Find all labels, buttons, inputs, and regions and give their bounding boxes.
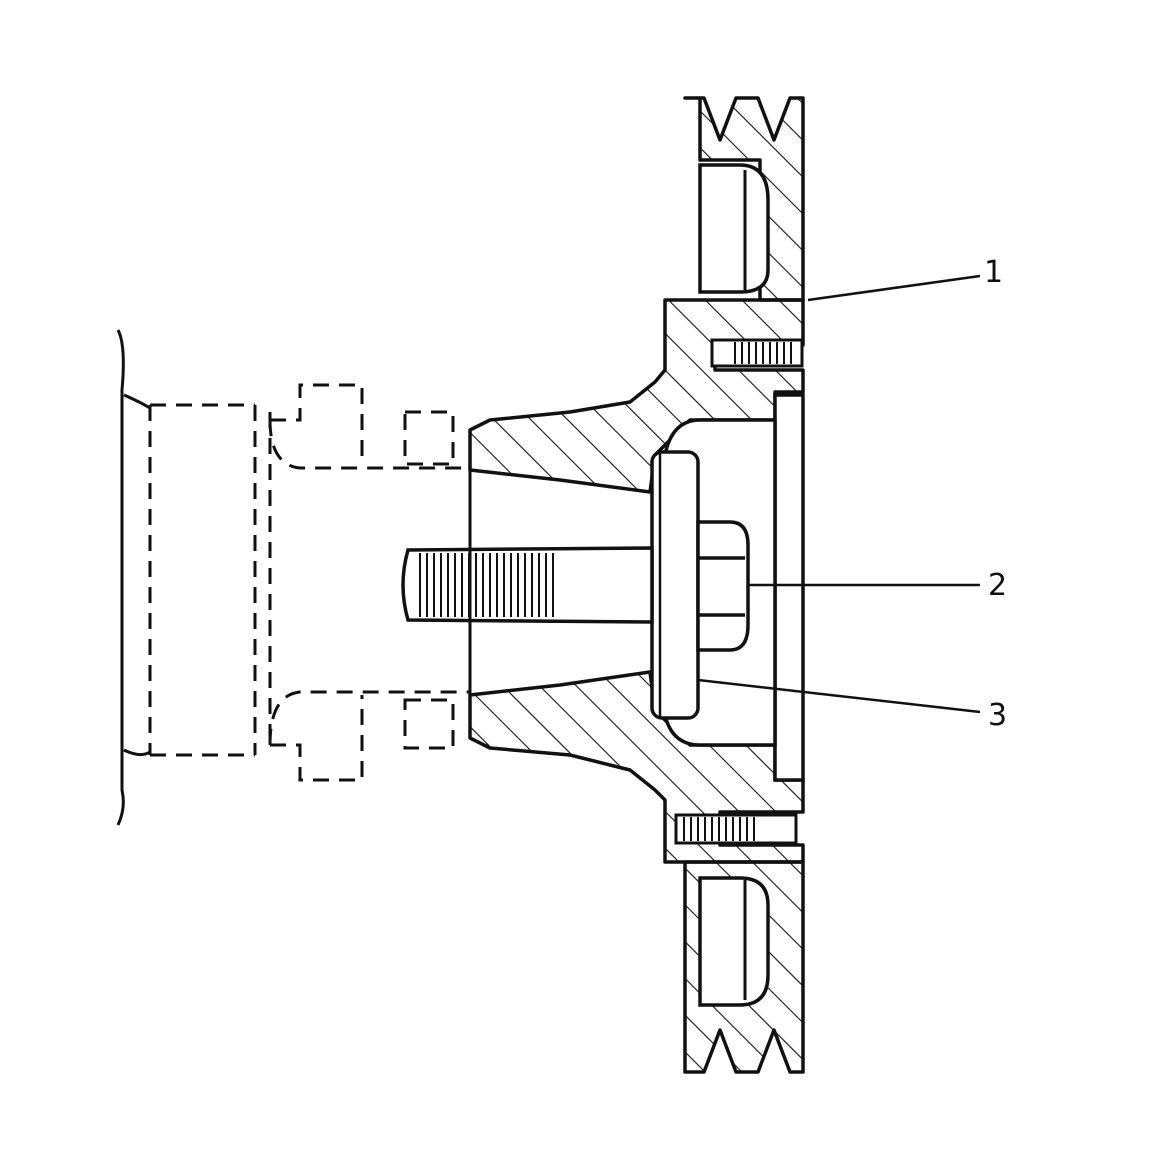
callout-label-1: 1 — [984, 255, 1003, 290]
set-screws — [674, 338, 804, 845]
callout-2: 2 — [748, 568, 1007, 603]
phantom-shaft — [148, 383, 470, 782]
lower-screw-threads — [683, 817, 755, 841]
upper-screw-threads — [734, 342, 792, 364]
threaded-stud — [401, 546, 654, 624]
upper-rim-pocket — [698, 163, 770, 294]
upper-pulley-rim — [683, 96, 805, 302]
flange-plate — [773, 393, 805, 782]
leader-line-1 — [807, 274, 981, 302]
callout-3: 3 — [697, 678, 1007, 733]
leader-line-3 — [697, 678, 981, 714]
callout-1: 1 — [807, 255, 1003, 302]
rim-pockets — [698, 163, 770, 1007]
shaft-break-line — [116, 329, 151, 826]
nut — [696, 520, 750, 652]
callout-label-2: 2 — [988, 568, 1007, 603]
callout-label-3: 3 — [988, 698, 1007, 733]
lower-rim-pocket — [698, 876, 770, 1007]
lower-set-screw-icon — [674, 813, 798, 845]
